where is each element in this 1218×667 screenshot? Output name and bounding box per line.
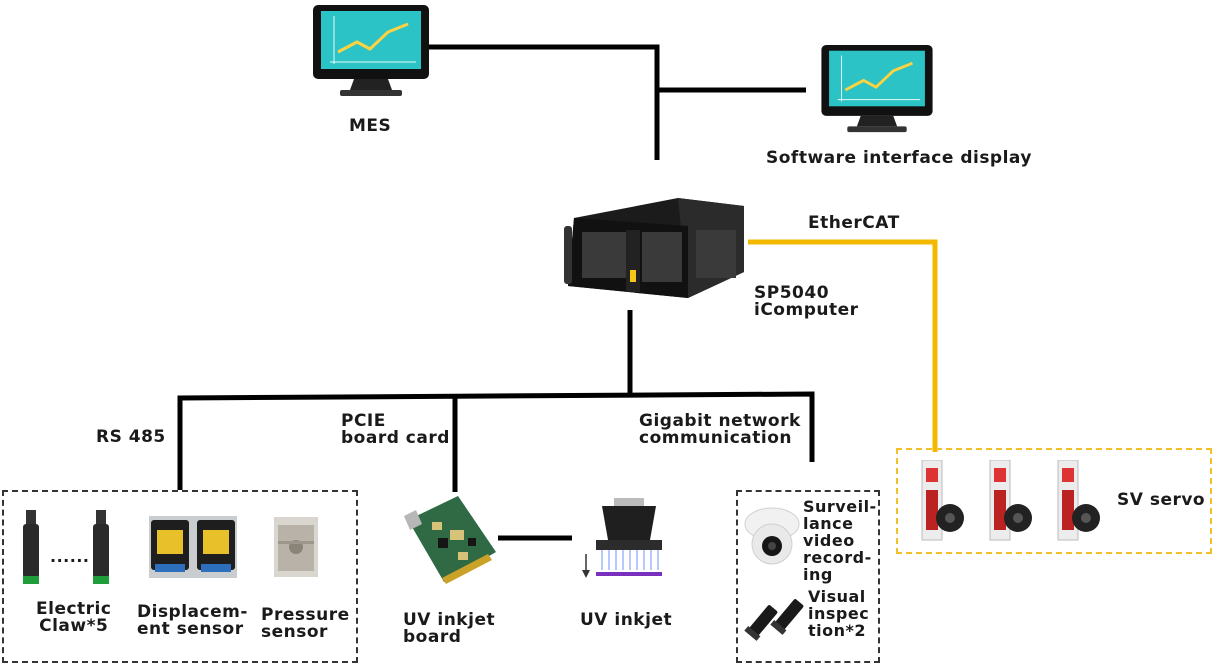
computer-icon xyxy=(564,198,744,298)
rs485-label: RS 485 xyxy=(96,427,166,447)
rs485-device-group xyxy=(2,490,358,663)
visual-inspection-label: Visual inspec tion*2 xyxy=(808,587,870,640)
pcie-label: PCIE board card xyxy=(341,411,450,448)
surveillance-camera-icon xyxy=(744,507,800,565)
electric-claw-label: Electric Claw*5 xyxy=(36,599,112,636)
gigabit-device-group xyxy=(736,490,880,663)
displacement-sensor-icon xyxy=(149,516,237,578)
electric-claw-icon xyxy=(23,510,39,584)
surveillance-label: Surveil- lance video record- ing xyxy=(803,497,877,584)
uv-inkjet-board-label: UV inkjet board xyxy=(403,610,496,647)
displacement-label: Displacem- ent sensor xyxy=(137,602,248,639)
wire-ethercat xyxy=(748,239,938,452)
uv-inkjet-board-icon xyxy=(404,496,496,584)
servo-drive-icon xyxy=(1057,460,1100,541)
visual-inspection-camera-icon xyxy=(744,599,804,641)
ethercat-label: EtherCAT xyxy=(808,213,900,233)
electric-claw-icon xyxy=(93,510,109,584)
software-label: Software interface display xyxy=(766,148,1032,168)
servo-drive-icon xyxy=(989,460,1032,541)
computer-label: SP5040 iComputer xyxy=(754,283,859,320)
servo-drive-icon xyxy=(921,460,964,541)
pressure-sensor-icon xyxy=(274,517,318,577)
servo-group xyxy=(896,448,1212,554)
uv-inkjet-icon xyxy=(582,498,662,578)
claw-ellipsis: ...... xyxy=(50,547,90,566)
pressure-label: Pressure sensor xyxy=(261,605,350,642)
uv-inkjet-label: UV inkjet xyxy=(580,610,673,630)
sv-servo-label: SV servo xyxy=(1117,490,1206,510)
gigabit-label: Gigabit network communication xyxy=(639,411,801,448)
software-monitor-icon xyxy=(821,44,933,133)
wire-bus xyxy=(177,391,815,490)
wire-mes xyxy=(428,44,660,160)
mes-label: MES xyxy=(349,116,392,136)
mes-monitor-icon xyxy=(313,5,429,96)
